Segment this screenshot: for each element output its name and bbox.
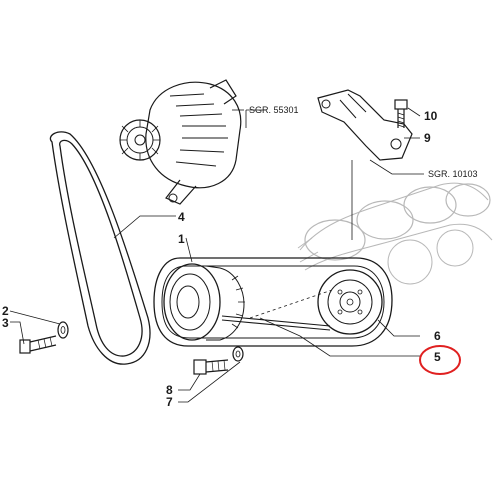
driven-pulley: [317, 269, 383, 335]
callout-4: 4: [178, 210, 185, 224]
ref-crankshaft: SGR. 10103: [428, 169, 478, 179]
alternator-belt: [49, 131, 151, 365]
callout-8: 8: [166, 383, 173, 397]
pulley-frame: [153, 257, 393, 347]
callout-1: 1: [178, 232, 185, 246]
callout-3: 3: [2, 316, 9, 330]
highlight-ring: [419, 345, 461, 375]
callout-10: 10: [424, 109, 438, 123]
leader-6: [377, 319, 420, 337]
callout-6: 6: [434, 329, 441, 343]
leader-8: [178, 373, 201, 391]
callout-2: 2: [2, 304, 9, 318]
pulley-belt: [221, 289, 333, 331]
washer-7-drawing: [232, 346, 244, 362]
leader-3: [10, 321, 25, 345]
leader-1: [185, 237, 193, 263]
bracket-drawing: [317, 89, 413, 161]
crankshaft-drawing: [297, 182, 493, 285]
leader-10: [407, 107, 421, 117]
callout-9: 9: [424, 131, 431, 145]
bolt-3-drawing: [19, 335, 57, 354]
alternator-drawing: [119, 79, 244, 205]
bolt-8-drawing: [193, 359, 229, 375]
leader-sgr-55301: [245, 109, 266, 128]
callout-7: 7: [166, 395, 173, 409]
leader-4: [113, 215, 176, 239]
washer-2-drawing: [57, 321, 69, 339]
leader-7: [178, 361, 241, 403]
leader-lines: [9, 107, 424, 403]
ref-alternator: SGR. 55301: [249, 105, 299, 115]
bolt-10-drawing: [394, 99, 408, 128]
leader-sgr-10103: [369, 159, 424, 175]
leader-2: [9, 310, 61, 325]
drive-pulley: [163, 263, 245, 341]
callout-5: 5: [434, 350, 441, 364]
leader-5: [259, 317, 420, 357]
